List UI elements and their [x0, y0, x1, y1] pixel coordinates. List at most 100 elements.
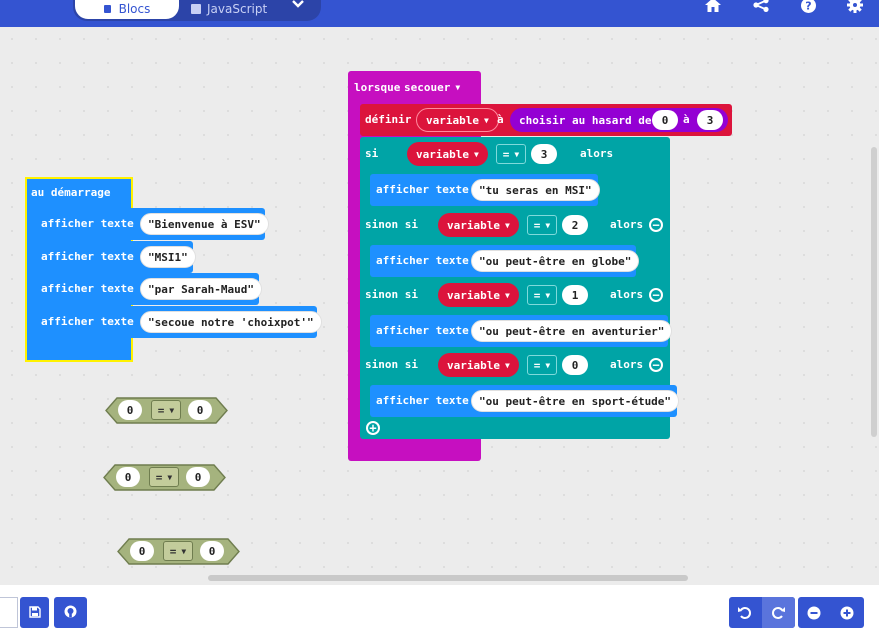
show-string-label: afficher texte [41, 217, 134, 230]
random-range-block[interactable]: choisir au hasard de [510, 108, 728, 132]
home-icon[interactable] [702, 0, 724, 16]
else-if-label: sinon si [365, 218, 418, 231]
number-input[interactable]: 0 [186, 467, 210, 487]
gesture-dropdown[interactable]: secouer▼ [404, 81, 460, 94]
svg-text:?: ? [805, 0, 811, 12]
save-icon [28, 603, 41, 622]
show-string-block[interactable]: afficher texte "secoue notre 'choixpot'" [35, 306, 322, 338]
number-input[interactable]: 0 [200, 541, 224, 561]
share-icon[interactable] [750, 0, 772, 16]
number-input[interactable]: 3 [697, 110, 723, 130]
operator-label: = [533, 358, 541, 372]
string-input[interactable]: "ou peut-être en sport-étude" [471, 390, 680, 412]
disabled-compare-block[interactable]: 0 =▼ 0 [117, 538, 240, 565]
comparison-operator[interactable]: =▼ [149, 467, 179, 487]
string-input[interactable]: "ou peut-être en globe" [471, 250, 640, 272]
string-input[interactable]: "par Sarah-Maud" [140, 278, 262, 300]
show-string-block[interactable]: afficher texte "ou peut-être en aventuri… [370, 315, 673, 347]
comparison-operator[interactable]: =▼ [163, 541, 193, 561]
comparison-operator[interactable]: =▼ [151, 400, 181, 420]
then-label: alors [610, 358, 644, 371]
show-string-block[interactable]: afficher texte "tu seras en MSI" [370, 174, 600, 206]
remove-branch-icon[interactable]: − [649, 288, 663, 302]
zoom-in-icon[interactable] [840, 605, 854, 624]
comparison-operator[interactable]: =▼ [527, 355, 557, 375]
redo-icon[interactable] [762, 597, 795, 628]
show-string-block[interactable]: afficher texte "MSI1" [35, 241, 196, 273]
dropdown-arrow-icon: ▼ [167, 472, 173, 482]
tab-blocks-label: Blocs [118, 1, 151, 16]
add-branch-icon[interactable]: + [366, 421, 380, 435]
github-button[interactable] [54, 597, 87, 628]
number-input[interactable]: 1 [562, 285, 588, 305]
comparison-operator[interactable]: =▼ [527, 285, 557, 305]
show-string-block[interactable]: afficher texte "Bienvenue à ESV" [35, 208, 269, 240]
zoom-out-icon[interactable] [807, 605, 821, 624]
undo-redo-group [729, 597, 795, 628]
comparison-operator[interactable]: =▼ [496, 144, 526, 164]
variable-dropdown-label: variable [447, 288, 500, 302]
variable-dropdown[interactable]: variable▼ [407, 142, 488, 166]
dropdown-arrow-icon: ▼ [504, 220, 510, 230]
string-input[interactable]: "MSI1" [140, 246, 196, 268]
dropdown-arrow-icon: ▼ [169, 405, 175, 415]
string-input[interactable]: "ou peut-être en aventurier" [471, 320, 673, 342]
variable-dropdown[interactable]: variable▼ [416, 108, 499, 132]
tab-javascript-label: JavaScript [207, 1, 268, 16]
editor-toolbar [0, 585, 879, 640]
save-button[interactable] [20, 597, 49, 628]
operator-label: = [157, 403, 165, 417]
number-input[interactable]: 0 [116, 467, 140, 487]
between-label: à [683, 113, 690, 126]
show-string-block[interactable]: afficher texte "par Sarah-Maud" [35, 273, 262, 305]
set-variable-block[interactable]: définir variable▼ à choisir au hasard de… [360, 104, 732, 136]
dropdown-arrow-icon: ▼ [545, 220, 551, 230]
show-string-label: afficher texte [41, 315, 134, 328]
variable-dropdown[interactable]: variable ▼ [438, 213, 519, 237]
number-input[interactable]: 0 [188, 400, 212, 420]
string-input[interactable]: "Bienvenue à ESV" [140, 213, 269, 235]
string-input[interactable]: "tu seras en MSI" [471, 179, 600, 201]
dropdown-arrow-icon: ▼ [514, 149, 520, 159]
blocks-workspace[interactable]: au démarrage afficher texte "Bienvenue à… [0, 27, 879, 585]
remove-branch-icon[interactable]: − [649, 358, 663, 372]
zoom-group [798, 597, 864, 628]
then-label: alors [580, 147, 614, 160]
comparison-operator[interactable]: =▼ [527, 215, 557, 235]
show-string-label: afficher texte [41, 250, 134, 263]
dropdown-arrow-icon: ▼ [504, 360, 510, 370]
vertical-scrollbar[interactable] [871, 147, 877, 437]
number-input[interactable]: 2 [562, 215, 588, 235]
remove-branch-icon[interactable]: − [649, 218, 663, 232]
operator-label: = [155, 470, 163, 484]
project-name-input[interactable] [0, 597, 18, 628]
disabled-compare-block[interactable]: 0 =▼ 0 [103, 464, 226, 491]
show-string-label: afficher texte [376, 394, 469, 407]
javascript-icon [191, 3, 201, 14]
else-if-label: sinon si [365, 358, 418, 371]
set-label: définir [365, 113, 412, 126]
show-string-block[interactable]: afficher texte "ou peut-être en globe" [370, 245, 640, 277]
number-input[interactable]: 0 [562, 355, 588, 375]
number-input[interactable]: 0 [130, 541, 154, 561]
variable-dropdown[interactable]: variable▼ [438, 353, 519, 377]
horizontal-scrollbar[interactable] [208, 575, 688, 581]
variable-dropdown[interactable]: variable▼ [438, 283, 519, 307]
string-input[interactable]: "secoue notre 'choixpot'" [140, 311, 322, 333]
undo-icon[interactable] [737, 605, 752, 624]
variable-dropdown-label: variable [416, 147, 469, 161]
number-input[interactable]: 0 [652, 110, 678, 130]
dropdown-arrow-icon: ▼ [455, 83, 461, 92]
number-input[interactable]: 0 [118, 400, 142, 420]
tab-javascript[interactable]: JavaScript [191, 0, 301, 19]
number-input[interactable]: 3 [531, 144, 557, 164]
tab-blocks[interactable]: Blocs [75, 0, 179, 19]
variable-dropdown-label: variable [447, 218, 500, 232]
show-string-block[interactable]: afficher texte "ou peut-être en sport-ét… [370, 385, 680, 417]
disabled-compare-block[interactable]: 0 =▼ 0 [105, 397, 228, 424]
editor-mode-toggle: Blocs JavaScript [73, 0, 321, 21]
settings-icon[interactable] [844, 0, 866, 16]
chevron-down-icon[interactable] [292, 0, 304, 11]
dropdown-arrow-icon: ▼ [483, 115, 489, 125]
help-icon[interactable]: ? [797, 0, 819, 16]
